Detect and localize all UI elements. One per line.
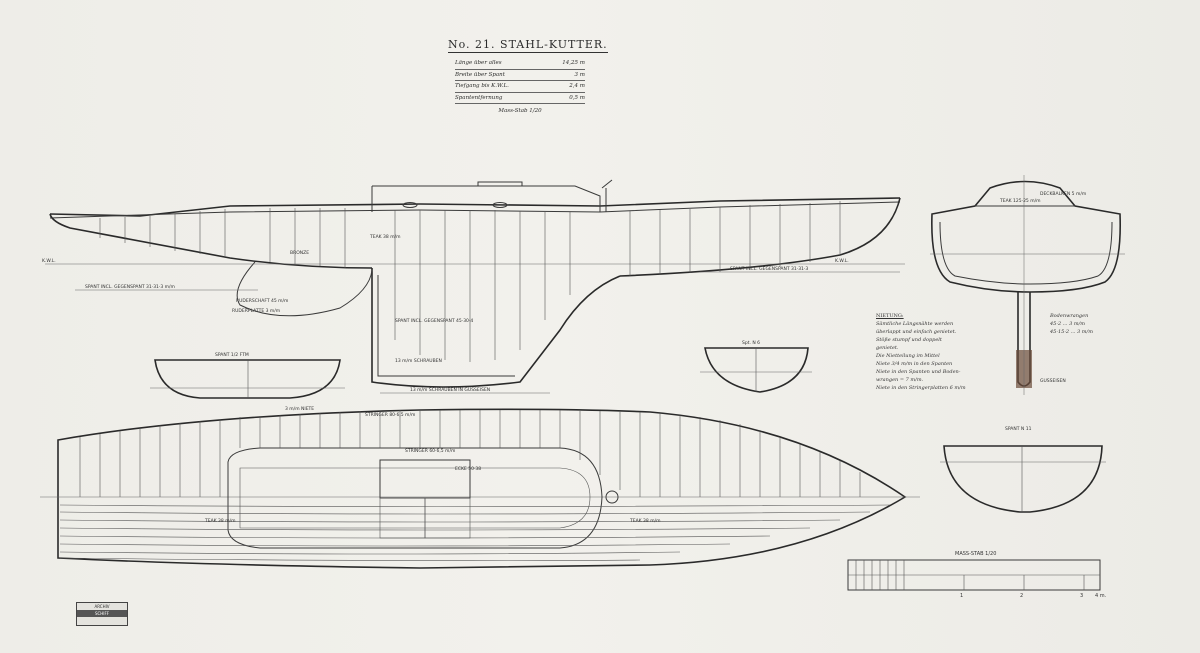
notes-line: überlappt und einfach genietet. [876,329,957,335]
scale-tick-2: 2 [1020,593,1023,599]
scale-tick-4: 4 m. [1095,593,1107,599]
label-kwl-left: K.W.L. [42,258,56,264]
label-screws: 13 m/m SCHRAUBEN [395,358,442,364]
notes-line: genietet. [876,345,899,351]
deck-frames [79,410,861,497]
frame-stations [99,201,841,362]
section-mid [700,347,812,393]
scale-bar-title: MASS-STAB 1/20 [955,551,996,557]
midship-section [930,175,1125,395]
label-midship-teak: TEAK 125·25 m/m [999,198,1041,204]
notes-line: Sämtliche Längsnähte werden [876,321,954,327]
cabin-outline [227,447,603,549]
label-kwl-right: K.W.L. [835,258,849,264]
section-aft-title: SPANT 1/2 FTM [215,352,249,358]
profile-view [45,179,905,394]
scale-tick-3: 3 [1080,593,1083,599]
label-frame-top: SPANT INCL. GEGENSPANT 31·31·3 m/m [85,284,175,290]
label-screws-keel: 13 m/m SCHRAUBEN IN GUSSEISEN [410,387,490,393]
porthole-2 [492,202,508,208]
hatch-main [379,459,471,499]
label-teak-right: TEAK 38 m/m [629,518,661,524]
skylight [477,181,523,186]
counter-stern [49,213,373,269]
notes-line: Stöße stumpf und doppelt [876,337,942,343]
hatch-fwd [379,497,426,539]
section-aft [150,359,345,399]
label-bronze: BRONZE [290,250,309,256]
label-frame-keel: SPANT INCL. GEGENSPANT 45·30·4 [395,318,473,324]
notes-heading: NIETUNG: [876,313,904,319]
notes-line: Die Nietteilung im Mittel [876,353,940,359]
label-frame-mid: SPANT INCL. GEGENSPANT 31·31·3 [730,266,808,272]
scale-label: Mass-Stab 1/20 [498,108,542,114]
porthole-1 [402,202,418,208]
keel-profile [371,268,621,388]
label-stringer-top: STRINGER 80·6,5 m/m [365,412,415,418]
floor-heading: Bodenwrangen [1050,313,1089,319]
rudder [236,261,373,317]
floor-line: 45·15·2 ... 3 m/m [1050,329,1093,335]
hatch-aft [424,497,471,539]
floor-line: 45·2 ... 3 m/m [1050,321,1086,327]
label-deck-beam: DECKBALKEN 5 m/m [1040,191,1086,197]
riveting-notes: NIETUNG: Sämtliche Längsnähte werden übe… [876,312,986,392]
title-block: No. 21. STAHL-KUTTER. [448,38,608,53]
archive-stamp: ARCHIV SCHIFF [76,602,128,626]
section-fwd [940,445,1106,513]
label-teak-left: TEAK 38 m/m [204,518,236,524]
notes-line: Niete 3/4 m/m in den Spanten [876,361,953,367]
cabin-house [371,185,601,212]
label-stringer-inner: STRINGER 60·6,5 m/m [405,448,455,454]
floor-notes: Bodenwrangen 45·2 ... 3 m/m 45·15·2 ... … [1050,312,1160,336]
scale-bar [847,559,1101,591]
cabin-inner [239,467,591,529]
scale-tick-1: 1 [960,593,963,599]
notes-line: Niete in den Stringerplatten 6 m/m [876,385,966,391]
label-keel-iron: GUSSEISEN [1040,378,1066,384]
mast-hole [605,490,619,504]
mast-step [601,179,613,212]
label-mid-niete: 3 m/m NIETE [285,406,314,412]
label-rudder: RUDERSCHAFT 45 m/m [236,298,288,304]
label-rudder-plate: RUDERPLATTE 3 m/m [232,308,280,314]
drawing-title: No. 21. STAHL-KUTTER. [448,38,608,53]
deck-planking [59,504,891,561]
keel-inner [377,275,515,377]
deck-plan [40,408,920,569]
label-ecke: ECKE 50·38 [455,466,481,472]
sheer-line [49,197,901,217]
spec-row: Tiefgang bis K.W.L.2,4 m [455,81,585,93]
notes-line: Niete in den Spanten und Boden- [876,369,961,375]
section-mid-title: Spt. N 6 [742,340,760,346]
notes-line: wrangen = 7 m/m. [876,377,924,383]
section-fwd-title: SPANT N 11 [1005,426,1032,432]
label-deck: TEAK 38 m/m [369,234,401,240]
bow-profile [619,197,901,277]
